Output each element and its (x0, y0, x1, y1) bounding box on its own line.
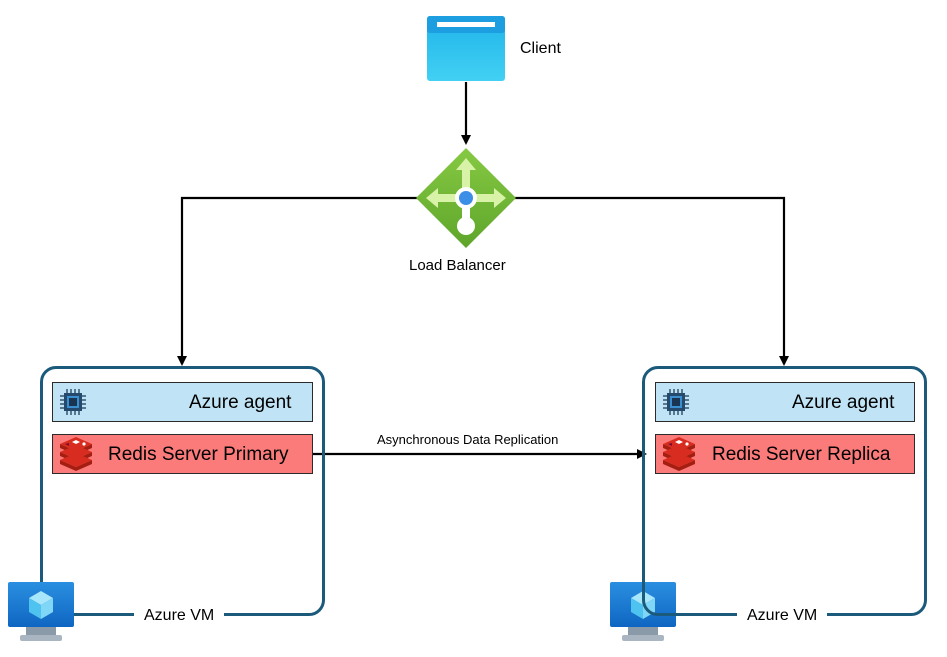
load-balancer-label: Load Balancer (409, 257, 506, 274)
agent-label-primary: Azure agent (189, 391, 292, 413)
lb-to-replica-arrow (514, 196, 789, 366)
redis-icon (663, 437, 695, 471)
redis-bar-primary: Redis Server Primary (52, 434, 313, 474)
vm-label-replica: Azure VM (737, 608, 828, 624)
replication-label: Asynchronous Data Replication (377, 432, 559, 447)
cpu-chip-icon (60, 389, 86, 415)
cpu-chip-icon (663, 389, 689, 415)
server-label-replica: Redis Server Replica (712, 443, 891, 465)
redis-icon (60, 437, 92, 471)
vm-label-primary: Azure VM (134, 608, 225, 624)
agent-label-replica: Azure agent (792, 391, 895, 413)
agent-bar-replica: Azure agent (655, 382, 915, 422)
lb-to-primary-arrow (177, 196, 418, 366)
agent-bar-primary: Azure agent (52, 382, 313, 422)
server-label-primary: Redis Server Primary (108, 443, 289, 465)
redis-bar-replica: Redis Server Replica (655, 434, 915, 474)
client-label: Client (520, 40, 561, 57)
